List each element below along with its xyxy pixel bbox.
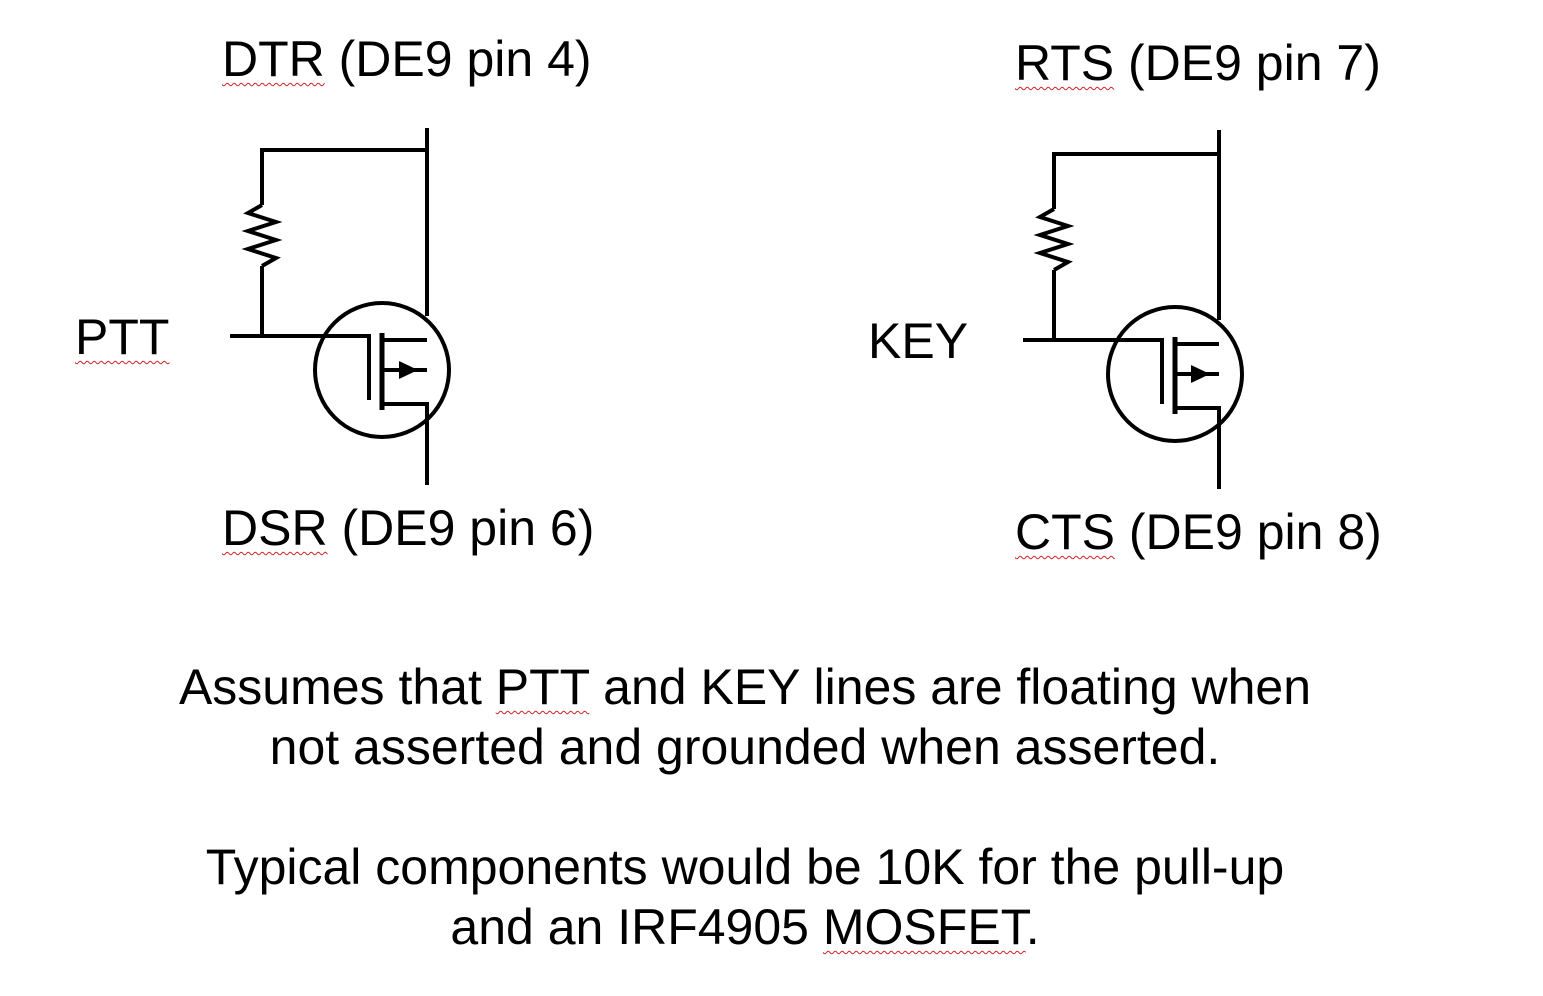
rts-pin-text: (DE9 pin 7) bbox=[1114, 35, 1381, 91]
schematic-diagrams bbox=[230, 128, 1244, 489]
assumption-text-ptt: PTT bbox=[495, 659, 590, 715]
rts-label: RTS (DE9 pin 7) bbox=[1015, 38, 1381, 88]
assumption-note: Assumes that PTT and KEY lines are float… bbox=[0, 657, 1490, 777]
key-label-text: KEY bbox=[868, 313, 969, 369]
pullup-top-wire-right bbox=[1052, 152, 1219, 209]
dsr-pin-text: (DE9 pin 6) bbox=[327, 500, 595, 556]
assumption-text-c: and KEY lines are floating when bbox=[589, 659, 1312, 715]
assumption-text-line2: not asserted and grounded when asserted. bbox=[269, 719, 1221, 775]
resistor-symbol-icon bbox=[241, 203, 283, 268]
cts-pin-text: (DE9 pin 8) bbox=[1115, 504, 1382, 560]
assumption-line-2: not asserted and grounded when asserted. bbox=[0, 717, 1490, 777]
key-label: KEY bbox=[868, 316, 968, 366]
key-rts-cts-circuit bbox=[1023, 130, 1244, 489]
dtr-pin-text: (DE9 pin 4) bbox=[324, 31, 592, 87]
cts-label: CTS (DE9 pin 8) bbox=[1015, 507, 1382, 557]
dsr-label: DSR (DE9 pin 6) bbox=[222, 503, 594, 553]
resistor-symbol-right-icon bbox=[1033, 207, 1075, 272]
key-gate-wire bbox=[1023, 338, 1164, 404]
assumption-line-1: Assumes that PTT and KEY lines are float… bbox=[0, 657, 1490, 717]
components-line-2: and an IRF4905 MOSFET. bbox=[0, 897, 1490, 957]
mosfet-arrow-icon bbox=[399, 361, 418, 379]
components-note: Typical components would be 10K for the … bbox=[0, 837, 1490, 957]
mosfet-body-circle-icon bbox=[313, 301, 451, 439]
ptt-label: PTT bbox=[75, 312, 169, 362]
ptt-label-text: PTT bbox=[75, 309, 170, 365]
cts-signal-name: CTS bbox=[1015, 504, 1115, 560]
mosfet-arrow-right-icon bbox=[1191, 365, 1210, 383]
mosfet-lower-terminal bbox=[382, 402, 429, 485]
pullup-top-wire bbox=[260, 148, 427, 205]
dtr-label: DTR (DE9 pin 4) bbox=[222, 34, 592, 84]
components-text-line1: Typical components would be 10K for the … bbox=[205, 839, 1285, 895]
components-text-mosfet: MOSFET bbox=[822, 899, 1026, 955]
components-line-1: Typical components would be 10K for the … bbox=[0, 837, 1490, 897]
mosfet-body-circle-right-icon bbox=[1106, 305, 1244, 443]
assumption-text-a: Assumes that bbox=[178, 659, 496, 715]
components-text-a: and an IRF4905 bbox=[450, 899, 823, 955]
rts-signal-name: RTS bbox=[1015, 35, 1115, 91]
components-text-period: . bbox=[1025, 899, 1040, 955]
dtr-signal-name: DTR bbox=[222, 31, 325, 87]
dsr-signal-name: DSR bbox=[222, 500, 328, 556]
ptt-dtr-dsr-circuit bbox=[230, 128, 451, 485]
mosfet-lower-terminal-right bbox=[1175, 406, 1221, 489]
ptt-gate-wire bbox=[230, 334, 371, 400]
